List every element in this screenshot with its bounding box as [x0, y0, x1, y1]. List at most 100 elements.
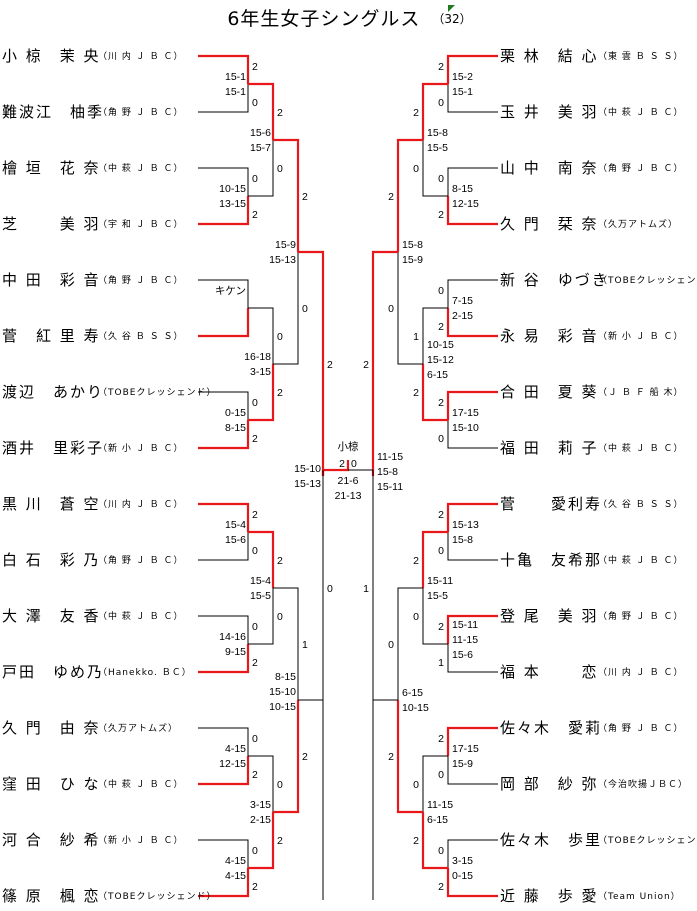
right-bracket-line	[371, 250, 398, 476]
right-player-name: 玉 井 美 羽	[500, 103, 599, 121]
final-set-score: 21-13	[335, 490, 362, 502]
left-games-top: 0	[252, 397, 258, 409]
right-games-top: 1	[413, 331, 419, 343]
right-games-bottom: 1	[438, 657, 444, 669]
left-games-bottom: 0	[277, 163, 283, 175]
left-bracket-line	[198, 502, 250, 532]
right-set-score: 12-15	[452, 198, 479, 210]
right-bracket-line	[397, 252, 423, 365]
left-player-club: （川 内 Ｊ Ｂ Ｃ）	[98, 50, 183, 62]
left-games-bottom: 2	[252, 657, 258, 669]
right-set-score: 15-6	[452, 649, 473, 661]
left-games-bottom: 2	[252, 433, 258, 445]
right-bracket-line	[446, 726, 498, 756]
left-games-bottom: 0	[252, 97, 258, 109]
right-bracket-line	[372, 476, 398, 701]
right-set-score: 15-8	[427, 127, 448, 139]
right-player-club: （角 野 Ｊ Ｂ Ｃ）	[598, 610, 683, 622]
right-player-club: （川 内 Ｊ Ｂ Ｃ）	[598, 666, 683, 678]
right-set-score: 3-15	[452, 855, 473, 867]
right-games-bottom: 0	[438, 97, 444, 109]
right-bracket-line	[446, 868, 498, 898]
left-player-name: 檜 垣 花 奈	[2, 159, 101, 177]
right-bracket-line	[422, 588, 448, 645]
right-bracket-line	[446, 196, 498, 226]
left-set-score: 10-15	[219, 183, 246, 195]
right-set-score: 15-9	[402, 254, 423, 266]
left-bracket-line	[198, 391, 249, 420]
left-bracket-line	[298, 250, 325, 476]
left-games-top: 0	[252, 733, 258, 745]
left-player-club: （角 野 Ｊ Ｂ Ｃ）	[98, 554, 183, 566]
right-set-score: 15-5	[427, 142, 448, 154]
left-set-score: 14-16	[219, 631, 246, 643]
right-player-name: 栗 林 結 心	[500, 47, 599, 65]
left-player-club: （川 内 Ｊ Ｂ Ｃ）	[98, 498, 183, 510]
right-set-score: 15-9	[452, 758, 473, 770]
right-player-name: 合 田 夏 葵	[500, 383, 599, 401]
left-set-score: 15-13	[269, 254, 296, 266]
left-games-top: 2	[252, 61, 258, 73]
left-player-name: 小 椋 茉 央	[2, 47, 101, 65]
left-player-club: （角 野 Ｊ Ｂ Ｃ）	[98, 106, 183, 118]
right-player-club: （新 小 Ｊ Ｂ Ｃ）	[598, 330, 683, 342]
right-set-score: 11-15	[427, 799, 453, 811]
right-player-club: （東 雲 Ｂ Ｓ Ｓ）	[598, 50, 683, 62]
left-bracket-line	[198, 868, 250, 898]
right-games-bottom: 1	[363, 583, 369, 595]
right-player-club: （中 萩 Ｊ Ｂ Ｃ）	[598, 442, 683, 454]
right-set-score: 15-13	[452, 519, 479, 531]
left-player-name: 窪 田 ひ な	[2, 775, 101, 793]
left-bracket-line	[198, 420, 250, 450]
left-set-score: 15-1	[225, 71, 246, 83]
left-player-club: （久 谷 Ｂ Ｓ Ｓ）	[98, 330, 183, 342]
left-games-top: 0	[277, 779, 283, 791]
left-player-name: 河 合 紗 希	[2, 831, 101, 849]
left-games-bottom: 2	[252, 881, 258, 893]
left-player-name: 渡辺 あかり	[2, 383, 104, 401]
left-set-score: 16-18	[244, 351, 271, 363]
final-set-score: 21-6	[337, 475, 358, 487]
right-bracket-line	[396, 700, 423, 814]
left-player-name: 酒井 里彩子	[2, 439, 104, 457]
right-bracket-line	[446, 308, 498, 338]
left-set-score: 15-4	[225, 519, 246, 531]
left-player-name: 大 澤 友 香	[2, 607, 101, 625]
right-bracket-line	[447, 756, 498, 785]
left-bracket-line	[248, 364, 275, 422]
right-player-name: 佐々木 愛莉	[500, 719, 602, 737]
left-games-bottom: 0	[252, 545, 258, 557]
left-player-club: （中 萩 Ｊ Ｂ Ｃ）	[98, 778, 183, 790]
right-bracket-line	[447, 420, 498, 449]
left-bracket-line	[198, 615, 249, 644]
left-set-score: 8-15	[225, 422, 246, 434]
left-player-name: 芝 美 羽	[2, 215, 101, 233]
right-bracket-line	[447, 84, 498, 113]
left-games-top: 2	[302, 191, 308, 203]
right-set-score: 8-15	[452, 183, 473, 195]
right-set-score: 15-11	[452, 619, 478, 631]
right-player-name: 久 門 栞 奈	[500, 215, 599, 233]
right-player-club: （Team Union）	[598, 891, 681, 902]
left-player-club: （新 小 Ｊ Ｂ Ｃ）	[98, 834, 183, 846]
right-games-bottom: 2	[388, 751, 394, 763]
left-set-score: 13-15	[219, 198, 246, 210]
right-games-bottom: 2	[413, 835, 419, 847]
left-games-top: 2	[327, 359, 333, 371]
right-games-bottom: 2	[438, 881, 444, 893]
right-games-bottom: 0	[438, 433, 444, 445]
left-games-bottom: 0	[302, 303, 308, 315]
left-player-club: （久万アトムズ）	[98, 722, 178, 734]
left-games-bottom: 2	[302, 751, 308, 763]
right-set-score: 15-8	[402, 239, 423, 251]
right-games-bottom: 0	[438, 545, 444, 557]
right-games-top: 0	[413, 779, 419, 791]
left-bracket-line	[198, 167, 249, 196]
right-set-score: 17-15	[452, 407, 479, 419]
left-set-score: 9-15	[225, 646, 246, 658]
right-player-club: （中 萩 Ｊ Ｂ Ｃ）	[598, 106, 683, 118]
right-bracket-line	[396, 138, 423, 252]
left-bracket-line	[198, 54, 250, 84]
right-set-score: 15-5	[427, 590, 448, 602]
